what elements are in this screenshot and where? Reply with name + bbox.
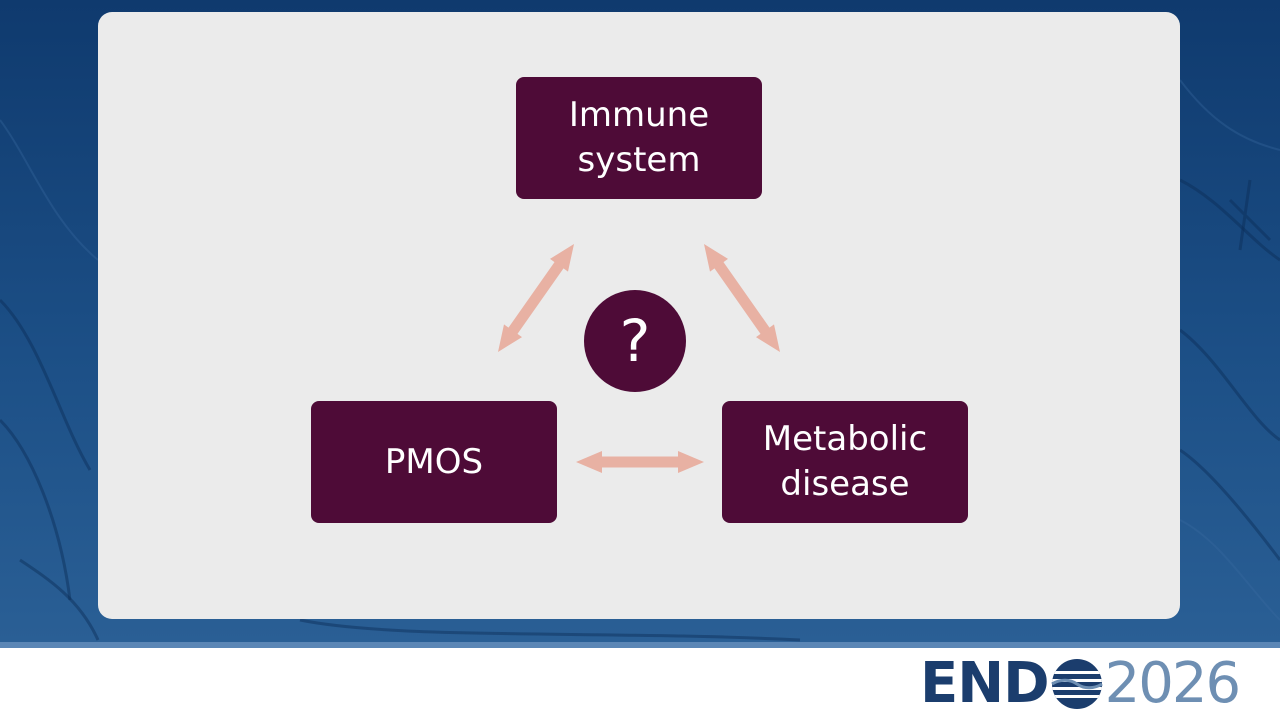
logo-brand-text: END (920, 651, 1050, 716)
endo-2026-logo: END 2026 (920, 651, 1242, 716)
node-metabolic-disease: Metabolic disease (722, 401, 968, 523)
question-mark-circle: ? (584, 290, 686, 392)
arrow-immune-metabolic (704, 244, 780, 352)
background-vessels (0, 79, 1280, 642)
footer-divider (0, 642, 1280, 648)
arrow-pmos-metabolic (576, 451, 704, 473)
node-pmos: PMOS (311, 401, 557, 523)
node-immune-system: Immune system (516, 77, 762, 199)
logo-year-text: 2026 (1104, 651, 1242, 716)
arrow-pmos-immune (498, 244, 574, 352)
globe-icon (1050, 659, 1103, 709)
